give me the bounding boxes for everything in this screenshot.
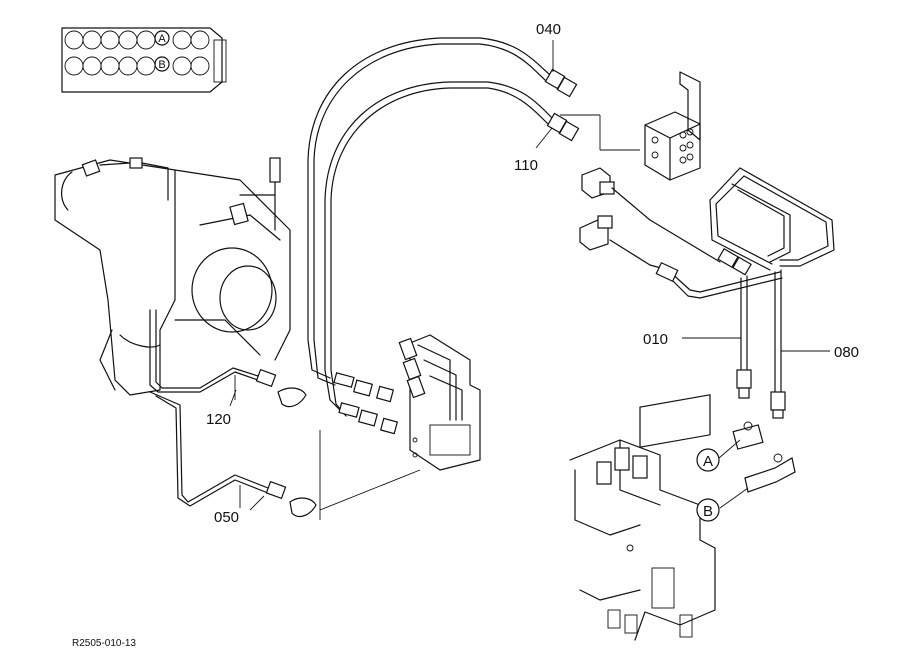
- hose-050: [149, 391, 317, 518]
- bent-tubes: [655, 167, 835, 299]
- part-label-080: 080: [834, 344, 859, 361]
- drawing-code: R2505-010-13: [72, 638, 136, 649]
- guide-lines: [319, 114, 640, 520]
- callout-b: B: [696, 498, 720, 522]
- hose-120: [149, 309, 307, 408]
- part-label-120: 120: [206, 411, 231, 428]
- control-valve: [398, 334, 481, 471]
- leader-lines: [229, 40, 830, 511]
- connector-row-b: [64, 56, 210, 76]
- connector-row-a: [64, 30, 210, 50]
- svg-text:B: B: [703, 503, 713, 520]
- port-fitting-a: [732, 421, 764, 450]
- callout-a: A: [696, 448, 720, 472]
- svg-text:B: B: [158, 59, 165, 71]
- key-port-a: A: [154, 30, 170, 46]
- connector-key: A B: [61, 27, 227, 93]
- part-label-110: 110: [514, 157, 538, 174]
- pipe-010: [736, 275, 752, 399]
- key-port-b: B: [154, 56, 170, 72]
- part-label-050: 050: [214, 509, 239, 526]
- hose-110: [324, 81, 580, 417]
- pump-assembly: [54, 159, 291, 396]
- part-label-040: 040: [536, 21, 561, 38]
- svg-text:A: A: [703, 453, 713, 470]
- port-fitting-b: [744, 453, 796, 493]
- tank-fitting: [81, 157, 169, 201]
- pipe-080: [770, 269, 786, 419]
- part-label-010: 010: [643, 331, 668, 348]
- lower-valve-assembly: [569, 394, 716, 641]
- elbow-fittings: [579, 167, 721, 271]
- svg-text:A: A: [158, 33, 166, 45]
- hose-end-fittings: [333, 372, 399, 435]
- hose-040: [307, 37, 578, 386]
- upper-fitting: [239, 157, 281, 231]
- mount-bracket: [644, 71, 701, 181]
